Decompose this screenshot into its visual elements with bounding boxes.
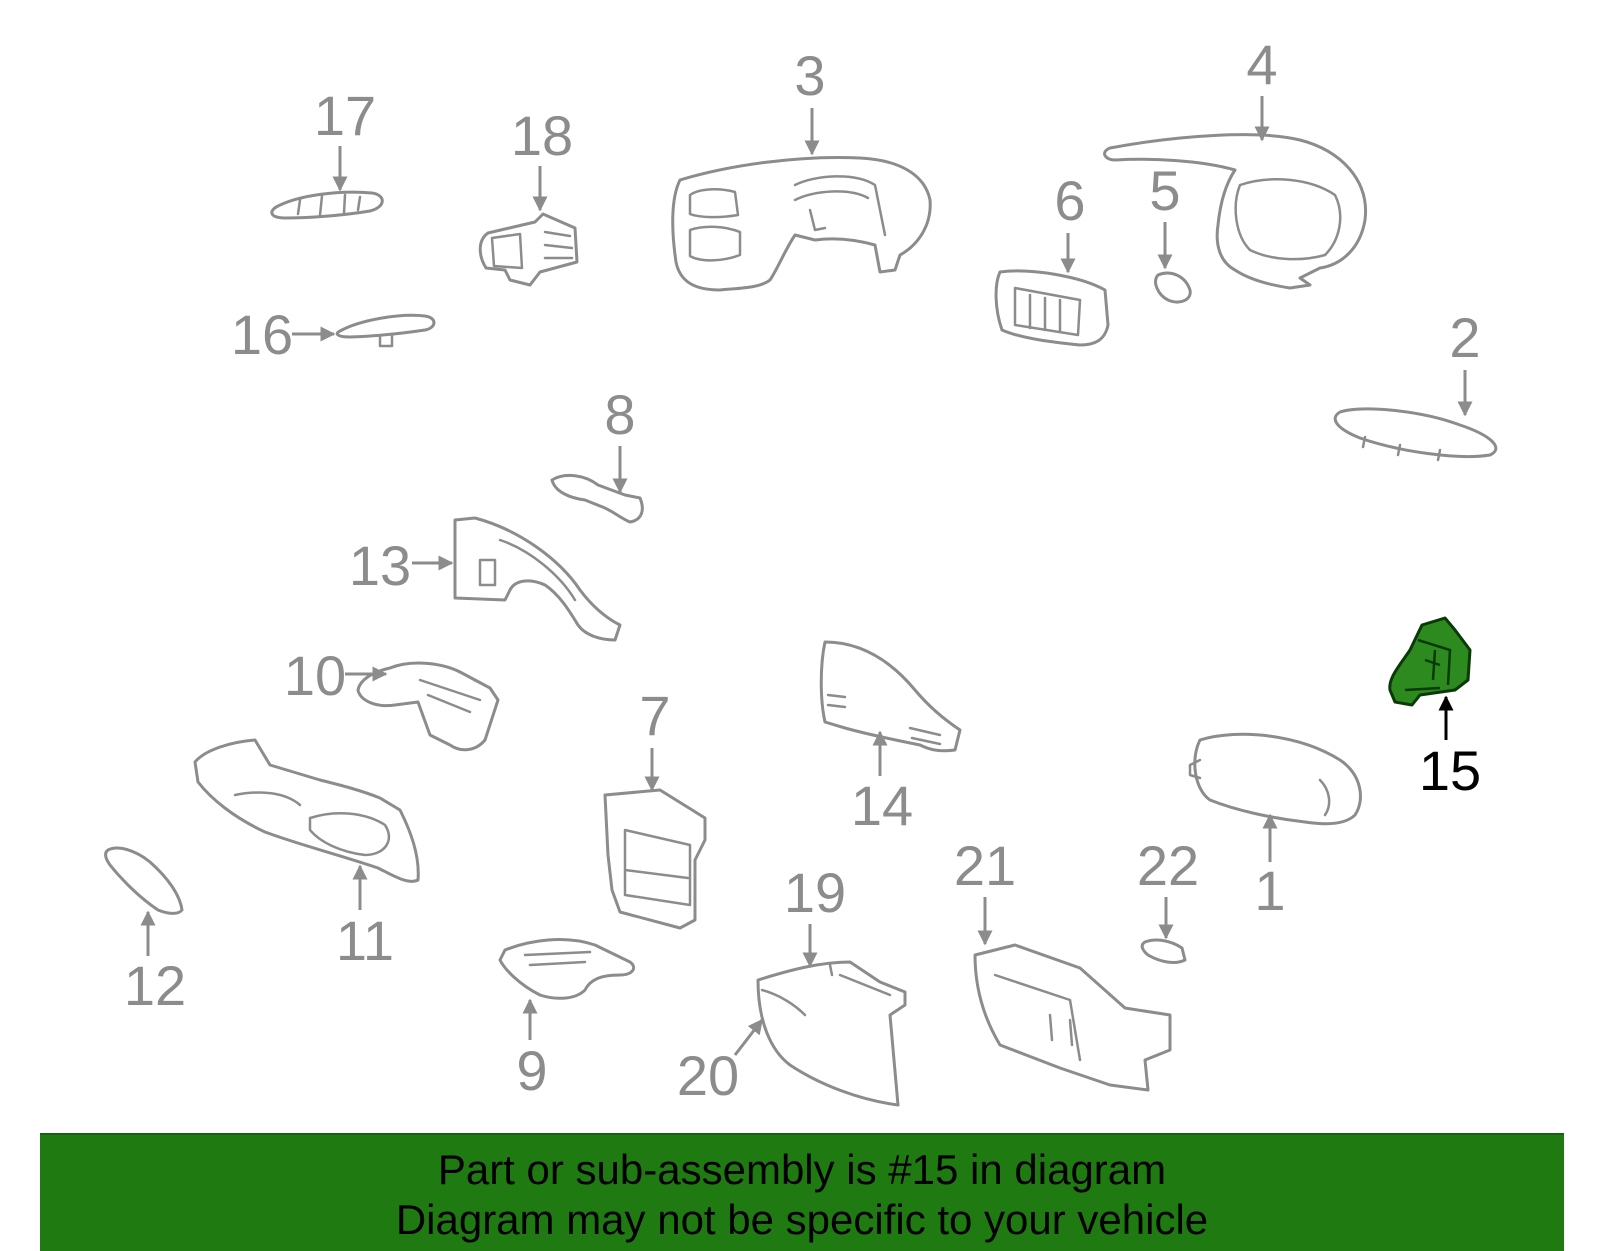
callout-1: 1 bbox=[1254, 859, 1285, 922]
callout-3: 3 bbox=[794, 44, 825, 107]
part-12[interactable] bbox=[104, 846, 184, 915]
part-10[interactable] bbox=[356, 661, 500, 752]
leader-20 bbox=[733, 1018, 764, 1056]
banner-line-1: Part or sub-assembly is #15 in diagram bbox=[437, 1146, 1167, 1193]
part-16[interactable] bbox=[335, 313, 436, 348]
part-13[interactable] bbox=[453, 516, 622, 642]
callout-14: 14 bbox=[851, 774, 913, 837]
callout-18: 18 bbox=[511, 104, 573, 167]
callout-6: 6 bbox=[1054, 169, 1085, 232]
part-15[interactable] bbox=[1388, 616, 1472, 707]
part-21[interactable] bbox=[973, 943, 1172, 1092]
diagram-svg: 17 18 16 3 4 6 5 2 bbox=[104, 33, 1498, 1107]
part-8[interactable] bbox=[550, 473, 644, 524]
part-9[interactable] bbox=[498, 938, 636, 1000]
callout-2: 2 bbox=[1449, 306, 1480, 369]
part-6[interactable] bbox=[994, 269, 1110, 347]
part-4[interactable] bbox=[1103, 133, 1368, 290]
callout-19: 19 bbox=[784, 861, 846, 924]
callout-7: 7 bbox=[639, 684, 670, 747]
callout-11: 11 bbox=[336, 909, 394, 972]
callout-12: 12 bbox=[124, 954, 186, 1017]
callout-21: 21 bbox=[954, 834, 1016, 897]
callout-9: 9 bbox=[516, 1039, 547, 1102]
part-17[interactable] bbox=[270, 190, 384, 220]
part-18[interactable] bbox=[478, 212, 579, 287]
callout-13: 13 bbox=[349, 534, 411, 597]
part-14[interactable] bbox=[819, 640, 962, 753]
banner-line-2: Diagram may not be specific to your vehi… bbox=[395, 1196, 1209, 1243]
callout-22: 22 bbox=[1137, 834, 1199, 897]
part-19[interactable] bbox=[756, 960, 907, 1107]
callout-10: 10 bbox=[284, 644, 346, 707]
part-11[interactable] bbox=[193, 738, 420, 883]
callout-15: 15 bbox=[1419, 739, 1481, 802]
info-banner: Part or sub-assembly is #15 in diagram D… bbox=[40, 1133, 1564, 1251]
part-5[interactable] bbox=[1154, 271, 1192, 304]
part-2[interactable] bbox=[1333, 407, 1498, 462]
part-22[interactable] bbox=[1140, 938, 1187, 964]
callout-4: 4 bbox=[1246, 33, 1277, 96]
callout-16: 16 bbox=[231, 303, 293, 366]
callout-8: 8 bbox=[604, 383, 635, 446]
callout-5: 5 bbox=[1149, 159, 1180, 222]
part-1[interactable] bbox=[1188, 732, 1362, 826]
part-3[interactable] bbox=[671, 155, 932, 292]
part-7[interactable] bbox=[603, 788, 707, 930]
callout-17: 17 bbox=[314, 84, 376, 147]
callout-20: 20 bbox=[677, 1044, 739, 1107]
